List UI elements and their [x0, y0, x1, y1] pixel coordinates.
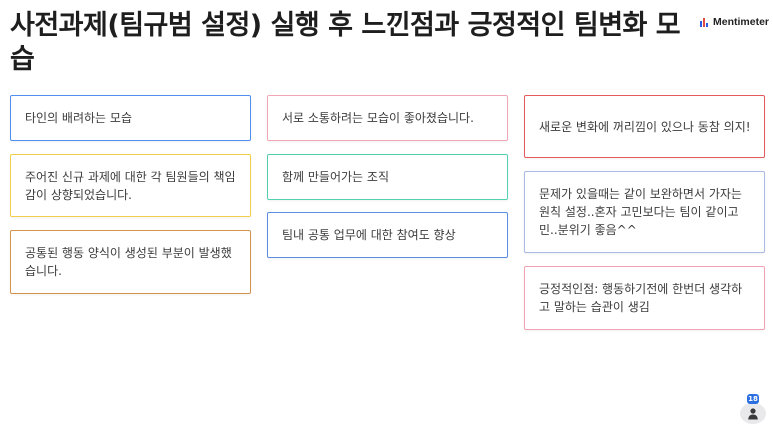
audience-counter[interactable]: 18 [740, 394, 766, 424]
brand-name: Mentimeter [713, 16, 770, 28]
response-text: 함께 만들어가는 조직 [282, 170, 389, 184]
mentimeter-bars-icon [700, 17, 709, 27]
response-card: 새로운 변화에 꺼리낌이 있으나 동참 의지! [524, 95, 765, 158]
response-card: 팀내 공통 업무에 대한 참여도 향상 [267, 212, 508, 258]
response-card: 주어진 신규 과제에 대한 각 팀원들의 책임감이 상향되었습니다. [10, 154, 251, 217]
response-card: 공통된 행동 양식이 생성된 부분이 발생했습니다. [10, 230, 251, 294]
audience-count-badge: 18 [747, 394, 759, 404]
response-card: 문제가 있을때는 같이 보완하면서 가자는 원칙 설정..혼자 고민보다는 팀이… [524, 171, 765, 253]
person-icon [740, 403, 766, 424]
response-card: 타인의 배려하는 모습 [10, 95, 251, 141]
response-card: 긍정적인점: 행동하기전에 한번더 생각하고 말하는 습관이 생김 [524, 266, 765, 330]
response-text: 문제가 있을때는 같이 보완하면서 가자는 원칙 설정..혼자 고민보다는 팀이… [539, 187, 742, 237]
response-card: 함께 만들어가는 조직 [267, 154, 508, 200]
response-text: 팀내 공통 업무에 대한 참여도 향상 [282, 228, 456, 242]
mentimeter-logo: Mentimeter [700, 15, 769, 29]
response-text: 주어진 신규 과제에 대한 각 팀원들의 책임감이 상향되었습니다. [25, 169, 236, 202]
response-text: 타인의 배려하는 모습 [25, 111, 132, 125]
page-title: 사전과제(팀규범 설정) 실행 후 느낀점과 긍정적인 팀변화 모습 [10, 10, 681, 75]
response-text: 공통된 행동 양식이 생성된 부분이 발생했습니다. [25, 246, 232, 278]
response-text: 서로 소통하려는 모습이 좋아졌습니다. [282, 111, 474, 125]
response-text: 긍정적인점: 행동하기전에 한번더 생각하고 말하는 습관이 생김 [539, 282, 743, 314]
response-card: 서로 소통하려는 모습이 좋아졌습니다. [267, 95, 508, 141]
response-text: 새로운 변화에 꺼리낌이 있으나 동참 의지! [539, 119, 751, 134]
